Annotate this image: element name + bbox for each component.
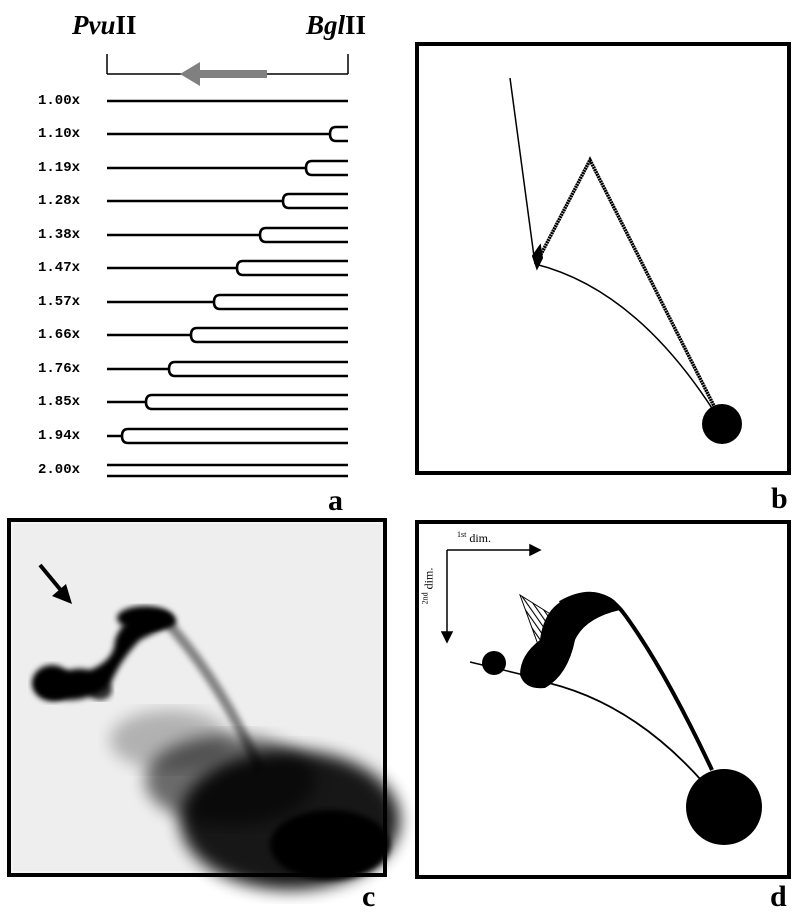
- intermediate-1-57x: [107, 293, 348, 311]
- intermediate-1-66x: [107, 326, 348, 344]
- multiplier-label: 2.00x: [38, 462, 81, 478]
- multiplier-label: 1.76x: [38, 361, 81, 377]
- direction-arrow: [180, 62, 267, 86]
- multiplier-label: 1.38x: [38, 227, 81, 243]
- intermediate-1-94x: [107, 427, 348, 445]
- intermediate-1-10x: [107, 125, 348, 143]
- panel-b-monomer-spot: [702, 404, 742, 444]
- pvuii-label: PvuII: [72, 10, 137, 40]
- multiplier-label: 1.94x: [38, 428, 81, 444]
- bglii-label: BglII: [306, 10, 367, 40]
- second-dimension-label: 2nd dim.: [420, 567, 436, 605]
- panel-letter-b: b: [771, 482, 788, 515]
- multiplier-label: 1.00x: [38, 93, 81, 109]
- panel-letter-c: c: [362, 880, 376, 913]
- panel-letter-d: d: [770, 880, 787, 913]
- replication-intermediates: [107, 99, 348, 478]
- multiplier-label: 1.85x: [38, 394, 81, 410]
- multiplier-label: 1.57x: [38, 294, 81, 310]
- panel-b-arcs: [509, 77, 723, 425]
- panel-b-frame: [415, 42, 791, 475]
- panel-letter-a: a: [328, 484, 343, 517]
- multiplier-label: 1.10x: [38, 126, 81, 142]
- panel-c-autoradiograph: [13, 524, 400, 890]
- intermediate-1-28x: [107, 192, 348, 210]
- first-dimension-label: 1st dim.: [457, 530, 492, 545]
- multiplier-label: 1.47x: [38, 260, 81, 276]
- multiplier-label: 1.66x: [38, 327, 81, 343]
- panel-d-sketch: [469, 591, 762, 845]
- multiplier-label: 1.19x: [38, 160, 81, 176]
- intermediate-1-19x: [107, 159, 348, 177]
- intermediate-1-76x: [107, 360, 348, 378]
- panel-d-axes: [440, 543, 542, 644]
- multiplier-label: 1.28x: [38, 193, 81, 209]
- intermediate-1-38x: [107, 226, 348, 244]
- intermediate-1-85x: [107, 393, 348, 411]
- intermediate-1-47x: [107, 259, 348, 277]
